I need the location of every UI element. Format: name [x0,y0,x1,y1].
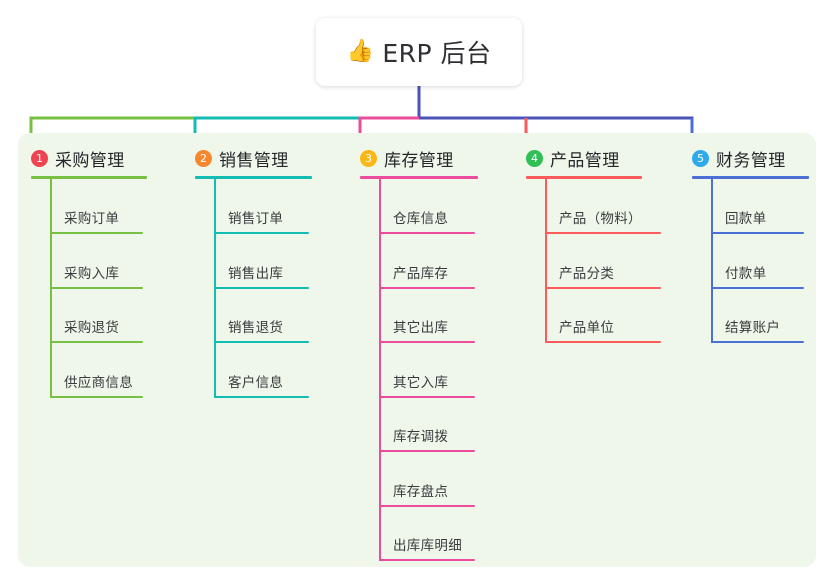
branch-item-underline [379,450,475,452]
branch-item-underline [711,232,804,234]
branch-item-label: 客户信息 [228,374,284,391]
branch-item-underline [214,286,309,289]
branch-item[interactable]: 产品分类 [545,251,661,289]
branch-title: 库存管理 [384,151,454,171]
branch-item-label: 出库库明细 [393,538,462,554]
branch-item-underline [379,341,475,343]
branch-item[interactable]: 销售订单 [214,196,309,234]
branch-item-underline [379,395,475,398]
branch-item-label: 其它出库 [393,320,449,336]
branch-item[interactable]: 结算账户 [711,305,804,343]
branch-item[interactable]: 采购退货 [50,305,143,343]
branch-item-label: 库存盘点 [393,483,449,500]
branch-item-label: 库存调拨 [393,429,449,445]
branch-item-label: 销售退货 [228,320,284,336]
branch-item-underline [379,559,475,561]
branch-title: 财务管理 [716,151,786,171]
branch-number-badge: 4 [526,150,543,167]
branch-item-label: 销售出库 [228,265,284,282]
branch-item-underline [50,395,143,398]
root-node-label: 👍 ERP 后台 [346,34,491,70]
branch-number-badge: 5 [692,150,709,167]
branch-header-销售管理[interactable]: 2 销售管理 [195,146,289,171]
branch-number-badge: 1 [31,150,48,167]
branch-item-label: 产品分类 [559,265,615,282]
branch-title: 采购管理 [55,151,125,171]
branch-item-underline [545,286,661,289]
branch-item-underline [50,232,143,234]
branch-header-产品管理[interactable]: 4 产品管理 [526,146,620,171]
thumbs-up-icon: 👍 [346,39,375,64]
branch-item[interactable]: 销售出库 [214,251,309,289]
branch-item-label: 其它入库 [393,374,449,391]
branches-panel [18,133,816,567]
branch-item-label: 销售订单 [228,211,284,227]
branch-item[interactable]: 库存调拨 [379,414,475,452]
branch-underline [692,176,809,179]
branch-item-label: 回款单 [725,211,767,227]
branch-underline [526,176,642,179]
branch-item[interactable]: 采购入库 [50,251,143,289]
branch-item[interactable]: 客户信息 [214,360,309,398]
branch-item-label: 供应商信息 [64,374,133,391]
branch-spine [379,179,381,561]
branch-item-underline [214,232,309,234]
branch-number-badge: 3 [360,150,377,167]
branch-item-label: 结算账户 [725,320,781,336]
branch-item-label: 产品库存 [393,265,449,282]
branch-header-财务管理[interactable]: 5 财务管理 [692,146,786,171]
branch-item[interactable]: 产品库存 [379,251,475,289]
branch-item-label: 采购订单 [64,211,120,227]
branch-item-label: 采购退货 [64,320,120,336]
branch-item[interactable]: 采购订单 [50,196,143,234]
branch-item-underline [545,341,661,343]
branch-item-label: 付款单 [725,265,767,282]
branch-item-label: 产品（物料） [559,211,642,227]
branch-item[interactable]: 产品（物料） [545,196,661,234]
branch-item-label: 产品单位 [559,320,615,336]
branch-item-underline [50,341,143,343]
branch-item[interactable]: 销售退货 [214,305,309,343]
branch-item[interactable]: 仓库信息 [379,196,475,234]
branch-item-underline [50,286,143,289]
branch-item[interactable]: 供应商信息 [50,360,143,398]
branch-title: 产品管理 [550,151,620,171]
branch-header-库存管理[interactable]: 3 库存管理 [360,146,454,171]
branch-item-underline [711,341,804,343]
branch-number-badge: 2 [195,150,212,167]
branch-item-underline [379,504,475,507]
root-node[interactable]: 👍 ERP 后台 [316,18,522,86]
branch-title: 销售管理 [219,151,289,171]
branch-spine [711,179,713,343]
branch-underline [195,176,312,179]
branch-item[interactable]: 回款单 [711,196,804,234]
branch-item[interactable]: 出库库明细 [379,523,475,561]
branch-item-label: 仓库信息 [393,211,449,227]
branch-item-underline [214,395,309,398]
branch-item[interactable]: 产品单位 [545,305,661,343]
branch-header-采购管理[interactable]: 1 采购管理 [31,146,125,171]
branch-item-underline [379,286,475,289]
branch-item-underline [214,341,309,343]
branch-item-underline [711,286,804,289]
branch-spine [545,179,547,343]
branch-item-underline [379,232,475,234]
branch-item-label: 采购入库 [64,265,120,282]
branch-underline [360,176,478,179]
branch-item[interactable]: 付款单 [711,251,804,289]
branch-item-underline [545,232,661,234]
branch-item[interactable]: 库存盘点 [379,469,475,507]
root-title-text: ERP 后台 [382,39,492,68]
branch-underline [31,176,147,179]
branch-item[interactable]: 其它出库 [379,305,475,343]
branch-item[interactable]: 其它入库 [379,360,475,398]
